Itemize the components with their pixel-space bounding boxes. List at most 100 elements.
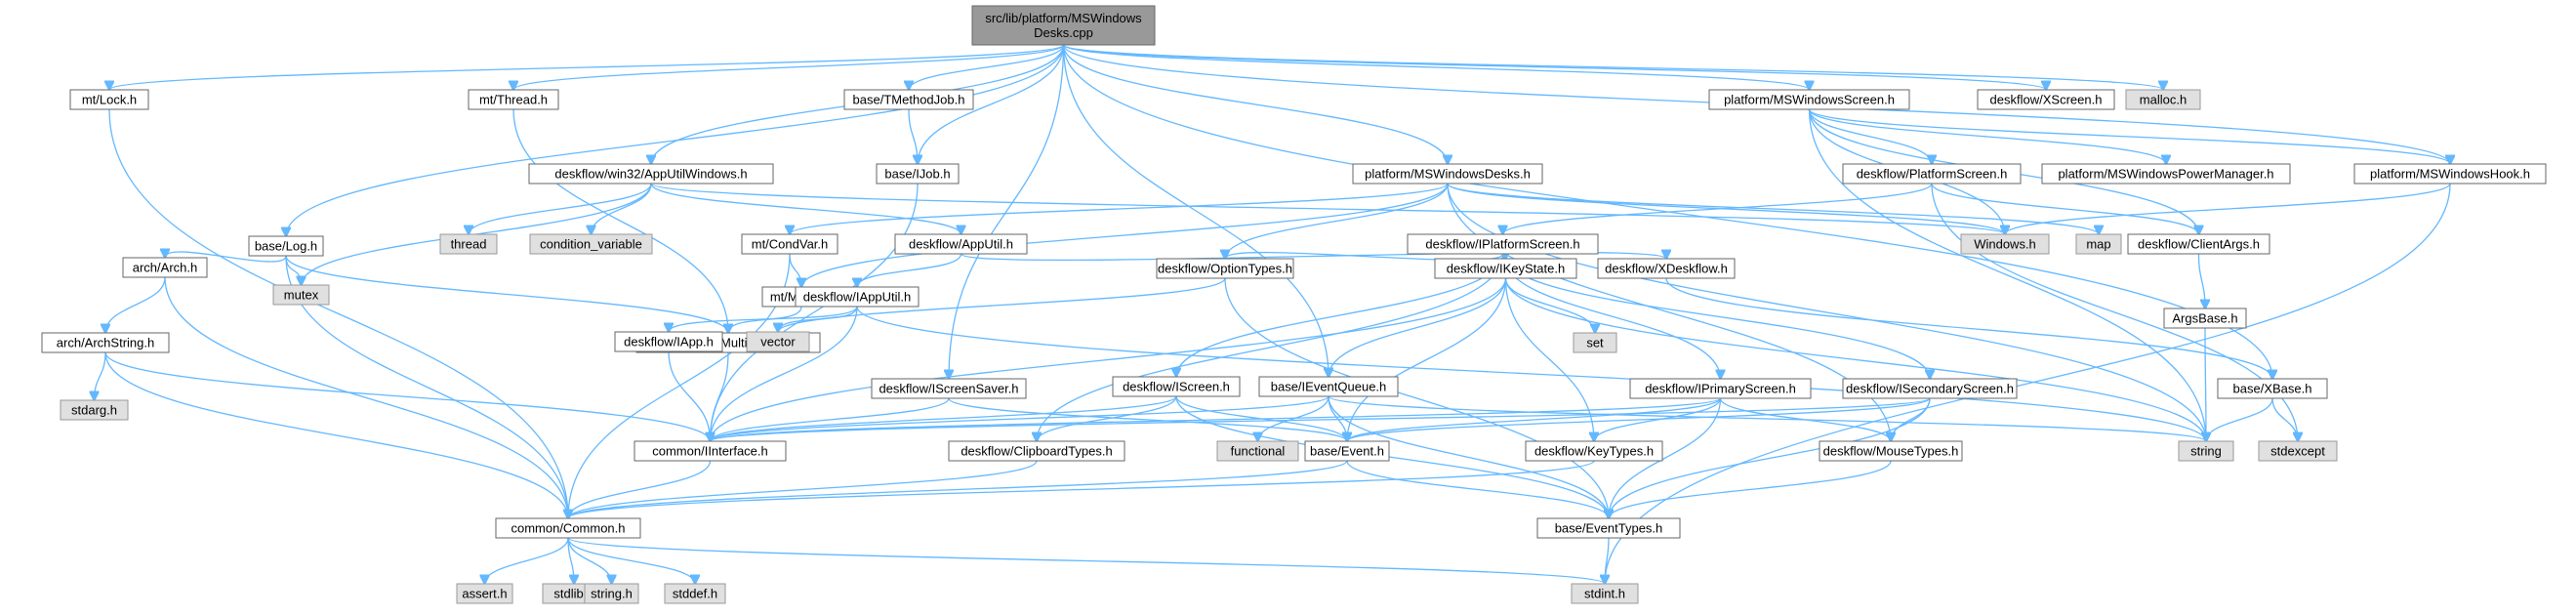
node-iApp[interactable]: deskflow/IApp.h	[614, 331, 723, 352]
node-label-assert: assert.h	[462, 587, 507, 601]
node-baseEvent[interactable]: base/Event.h	[1304, 440, 1390, 462]
edge-clipTypes-to-common	[568, 460, 1038, 518]
node-clipTypes[interactable]: deskflow/ClipboardTypes.h	[948, 440, 1125, 462]
edge-iPrimary-to-keyTypes	[1594, 397, 1722, 441]
edge-iPrimary-to-eventTypes	[1609, 397, 1722, 518]
node-label-xBase: base/XBase.h	[2233, 382, 2312, 396]
node-iSecondary[interactable]: deskflow/ISecondaryScreen.h	[1842, 378, 2018, 399]
node-label-iApp: deskflow/IApp.h	[624, 335, 714, 349]
node-baseIJob[interactable]: base/IJob.h	[876, 163, 960, 185]
node-box-appUtilWin	[528, 163, 774, 185]
node-msDesks[interactable]: platform/MSWindowsDesks.h	[1352, 163, 1543, 185]
node-optionTypes[interactable]: deskflow/OptionTypes.h	[1156, 258, 1294, 279]
node-clientArgs[interactable]: deskflow/ClientArgs.h	[2127, 233, 2270, 255]
edge-platformScreen-to-clientArgs	[1931, 183, 2199, 234]
node-box-archString	[41, 332, 170, 353]
node-msScreen[interactable]: platform/MSWindowsScreen.h	[1708, 89, 1910, 110]
edge-root-to-iScreenSaver	[949, 44, 1065, 379]
node-mtLock[interactable]: mt/Lock.h	[69, 89, 149, 110]
node-label-iPrimary: deskflow/IPrimaryScreen.h	[1645, 382, 1796, 396]
node-box-mtLock	[69, 89, 149, 110]
edge-msDesks-to-string	[1447, 183, 2206, 441]
node-appUtilWin[interactable]: deskflow/win32/AppUtilWindows.h	[528, 163, 774, 185]
node-baseTMethodJob[interactable]: base/TMethodJob.h	[843, 89, 974, 110]
edge-appUtilWin-to-windows	[650, 183, 2005, 234]
node-box-baseIJob	[876, 163, 960, 185]
edge-iAppUtil-to-iInterface	[711, 306, 858, 441]
node-label-optionTypes: deskflow/OptionTypes.h	[1158, 262, 1292, 276]
node-platformScreen[interactable]: deskflow/PlatformScreen.h	[1842, 163, 2022, 185]
node-box-iAppUtil	[795, 286, 920, 308]
node-powerMgr[interactable]: platform/MSWindowsPowerManager.h	[2041, 163, 2291, 185]
node-iAppUtil[interactable]: deskflow/IAppUtil.h	[795, 286, 920, 308]
edge-archString-to-common	[104, 351, 568, 518]
node-mouseTypes[interactable]: deskflow/MouseTypes.h	[1819, 440, 1963, 462]
node-root[interactable]: src/lib/platform/MSWindowsDesks.cpp	[971, 5, 1156, 46]
node-box-root	[971, 5, 1156, 46]
node-box-iKeyState	[1434, 258, 1577, 279]
node-label-iScreen: deskflow/IScreen.h	[1123, 380, 1230, 394]
node-baseLog[interactable]: base/Log.h	[248, 235, 324, 257]
node-common[interactable]: common/Common.h	[495, 517, 641, 539]
node-box-iPlatformScreen	[1407, 233, 1599, 255]
node-box-iPrimary	[1629, 378, 1812, 399]
node-label-stringh: string.h	[591, 587, 633, 601]
node-box-string	[2178, 440, 2234, 462]
node-argsBase[interactable]: ArgsBase.h	[2163, 308, 2247, 329]
node-label-baseTMethodJob: base/TMethodJob.h	[853, 93, 965, 107]
edge-msHook-to-windows	[2005, 183, 2451, 234]
node-label-windows: Windows.h	[1974, 237, 2036, 252]
node-mtThread[interactable]: mt/Thread.h	[468, 89, 559, 110]
edge-baseEvent-to-eventTypes	[1346, 460, 1609, 518]
node-iScreen[interactable]: deskflow/IScreen.h	[1112, 376, 1241, 397]
node-iKeyState[interactable]: deskflow/IKeyState.h	[1434, 258, 1577, 279]
edge-iSecondary-to-iInterface	[711, 397, 1931, 441]
node-label-msScreen: platform/MSWindowsScreen.h	[1724, 93, 1895, 107]
node-xscreen[interactable]: deskflow/XScreen.h	[1977, 89, 2115, 110]
node-appUtil[interactable]: deskflow/AppUtil.h	[894, 233, 1028, 255]
edge-mtCondVar-to-mtMutex	[789, 253, 801, 287]
node-label-archArch: arch/Arch.h	[133, 261, 197, 275]
node-mtCondVar[interactable]: mt/CondVar.h	[741, 233, 838, 255]
node-xDeskflow[interactable]: deskflow/XDeskflow.h	[1597, 258, 1736, 279]
edge-root-to-iEventQueue	[1062, 44, 1329, 377]
node-eventTypes[interactable]: base/EventTypes.h	[1536, 517, 1681, 539]
node-archString[interactable]: arch/ArchString.h	[41, 332, 170, 353]
node-label-iEventQueue: base/IEventQueue.h	[1271, 380, 1387, 394]
node-iEventQueue[interactable]: base/IEventQueue.h	[1258, 376, 1399, 397]
node-iPlatformScreen[interactable]: deskflow/IPlatformScreen.h	[1407, 233, 1599, 255]
node-box-archArch	[122, 257, 208, 278]
edge-root-to-mtThread	[513, 44, 1065, 90]
node-label-map: map	[2086, 237, 2110, 252]
node-label-mtThread: mt/Thread.h	[479, 93, 548, 107]
edge-iScreenSaver-to-baseEvent	[948, 397, 1347, 441]
node-iPrimary[interactable]: deskflow/IPrimaryScreen.h	[1629, 378, 1812, 399]
edge-baseTMethodJob-to-baseIJob	[908, 108, 918, 164]
node-keyTypes[interactable]: deskflow/KeyTypes.h	[1525, 440, 1663, 462]
node-box-mtThread	[468, 89, 559, 110]
edges-layer	[95, 44, 2451, 584]
node-box-optionTypes	[1156, 258, 1294, 279]
node-box-stdarg	[60, 399, 129, 421]
node-label-common: common/Common.h	[511, 521, 625, 536]
edge-clientArgs-to-argsBase	[2197, 253, 2206, 308]
node-label-functional: functional	[1231, 444, 1286, 459]
node-msHook[interactable]: platform/MSWindowsHook.h	[2353, 163, 2547, 185]
node-label-archString: arch/ArchString.h	[57, 336, 154, 350]
node-label-clientArgs: deskflow/ClientArgs.h	[2138, 237, 2260, 252]
node-archArch[interactable]: arch/Arch.h	[122, 257, 208, 278]
node-box-xDeskflow	[1597, 258, 1736, 279]
node-label-iScreenSaver: deskflow/IScreenSaver.h	[879, 382, 1018, 396]
node-label-msDesks: platform/MSWindowsDesks.h	[1365, 167, 1531, 182]
node-map: map	[2075, 233, 2122, 255]
edge-appUtil-to-xDeskflow	[960, 253, 1667, 262]
node-label-stdlib: stdlib.h	[553, 587, 593, 601]
node-label-keyTypes: deskflow/KeyTypes.h	[1534, 444, 1654, 459]
node-condvar: condition_variable	[529, 233, 653, 255]
edge-keyTypes-to-common	[568, 460, 1595, 518]
node-xBase[interactable]: base/XBase.h	[2217, 378, 2328, 399]
node-iScreenSaver[interactable]: deskflow/IScreenSaver.h	[871, 378, 1027, 399]
node-iInterface[interactable]: common/IInterface.h	[634, 440, 787, 462]
edge-msScreen-to-platformScreen	[1808, 108, 1933, 164]
